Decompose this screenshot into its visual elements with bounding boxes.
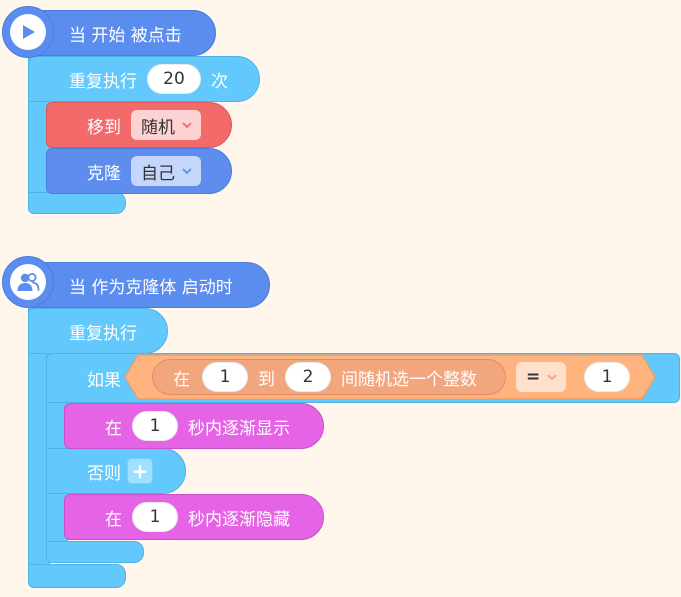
play-icon [10,14,46,50]
fade-out-block[interactable]: 在 1 秒内逐渐隐藏 [64,494,324,540]
clone-label: 克隆 [87,163,121,184]
clone-target-value: 自己 [141,163,175,184]
random-to-input[interactable]: 2 [285,362,331,392]
hide-prefix: 在 [105,509,122,530]
repeat-suffix: 次 [211,71,228,92]
clone-users-icon [10,264,46,300]
chevron-down-icon [182,122,192,129]
if-else-c-bottom[interactable] [46,541,144,563]
repeat-count-input[interactable]: 20 [147,64,201,94]
random-from-input[interactable]: 1 [202,362,248,392]
show-prefix: 在 [105,418,122,439]
move-to-block[interactable]: 移到 随机 [46,102,232,148]
repeat-n-block[interactable]: 重复执行 20 次 [28,56,260,102]
repeat-c-bottom[interactable] [28,192,126,214]
forever-block[interactable]: 重复执行 [28,308,168,354]
compare-value-input[interactable]: 1 [584,362,630,392]
move-target-dropdown[interactable]: 随机 [131,110,201,140]
clone-block[interactable]: 克隆 自己 [46,148,232,194]
if-label: 如果 [87,370,121,391]
move-target-value: 随机 [141,117,175,138]
hat-icon-circle [2,6,54,58]
random-operator-block[interactable]: 在 1 到 2 间随机选一个整数 [152,359,506,395]
show-suffix: 秒内逐渐显示 [188,418,290,439]
show-seconds-input[interactable]: 1 [132,411,178,441]
compare-operator-value: = [526,367,541,387]
hat-label: 当 作为克隆体 启动时 [69,277,233,298]
hide-seconds-input[interactable]: 1 [132,502,178,532]
move-label: 移到 [87,117,121,138]
compare-operator-dropdown[interactable]: = [516,362,567,392]
hat-label: 当 开始 被点击 [69,25,182,46]
forever-label: 重复执行 [69,323,137,344]
else-label: 否则 [87,463,121,484]
hat-icon-circle [2,256,54,308]
clone-target-dropdown[interactable]: 自己 [131,156,201,186]
fade-in-block[interactable]: 在 1 秒内逐渐显示 [64,403,324,449]
add-else-if-button[interactable]: + [127,458,153,484]
chevron-down-icon [547,374,557,381]
else-row[interactable]: 否则 + [46,448,186,494]
random-suffix: 间随机选一个整数 [341,369,477,390]
forever-c-bottom[interactable] [28,564,126,588]
hide-suffix: 秒内逐渐隐藏 [188,509,290,530]
random-to-label: 到 [258,369,275,390]
chevron-down-icon [182,168,192,175]
repeat-label: 重复执行 [69,71,137,92]
random-prefix: 在 [173,369,190,390]
